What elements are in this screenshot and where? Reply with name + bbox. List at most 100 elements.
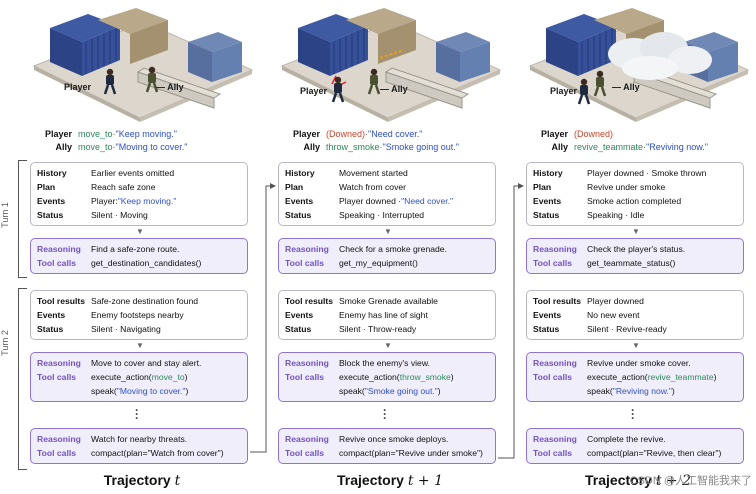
- row-key: Events: [285, 310, 314, 320]
- row-value: Watch for nearby threats.: [91, 434, 188, 444]
- row-value: Player:: [91, 196, 118, 206]
- scene-illustration: [280, 8, 502, 122]
- ellipsis: ···: [135, 403, 139, 425]
- speech-arg: "Smoke going out.": [364, 386, 438, 396]
- row-key: Reasoning: [533, 244, 577, 254]
- row-key: History: [533, 168, 563, 178]
- row-key: Tool calls: [37, 372, 76, 382]
- action-part: move_to: [78, 142, 113, 152]
- row-value: Silent · Revive-ready: [587, 324, 667, 334]
- turn2-reasoning-box: Reasoning Move to cover and stay alert. To…: [30, 352, 248, 402]
- row-value: Smoke Grenade available: [339, 296, 438, 306]
- row-value: Move to cover and stay alert.: [91, 358, 202, 368]
- action-part: move_to: [78, 129, 113, 139]
- row-value: Movement started: [339, 168, 408, 178]
- trajectory-caption: Trajectory t + 1: [337, 472, 443, 489]
- row-key: Tool calls: [285, 258, 324, 268]
- row-key: Status: [285, 324, 312, 334]
- row-value: Player downed: [587, 296, 644, 306]
- ally-role: Ally: [303, 142, 320, 152]
- down-arrow: ▼: [136, 341, 144, 350]
- row-key: Status: [285, 210, 312, 220]
- action-part: ·: [643, 142, 647, 152]
- row-value: Silent · Moving: [91, 210, 148, 220]
- down-arrow: ▼: [632, 341, 640, 350]
- row-value: compact(plan="Watch from cover"): [91, 448, 224, 458]
- row-key: Status: [37, 210, 64, 220]
- row-key: Tool calls: [533, 448, 572, 458]
- scene: Player — Ally: [28, 4, 256, 124]
- row-value: Revive under smoke cover.: [587, 358, 691, 368]
- state-row: Status Speaking · Interrupted: [285, 208, 489, 222]
- action-part: "Moving to cover.": [115, 142, 188, 152]
- row-value: Speaking · Interrupted: [339, 210, 425, 220]
- row-value: Earlier events omitted: [91, 168, 175, 178]
- scene: Player— Ally: [524, 4, 752, 124]
- player-label: Player: [64, 82, 92, 92]
- row-value: get_destination_candidates(): [91, 258, 202, 268]
- row-value: speak("Smoke going out."): [339, 386, 441, 396]
- action-part: "Smoke going out.": [382, 142, 459, 152]
- state-row: speak("Smoke going out."): [285, 384, 489, 398]
- row-key: Reasoning: [37, 358, 81, 368]
- row-key: [37, 384, 91, 398]
- row-key: Reasoning: [37, 244, 81, 254]
- caption-math: t + 2: [655, 473, 691, 489]
- ally-label: — Ally: [156, 82, 184, 92]
- row-key: Events: [37, 196, 66, 206]
- row-value: speak("Reviving now."): [587, 386, 675, 396]
- speech-arg: "Reviving now.": [612, 386, 672, 396]
- speech-arg: "Moving to cover.": [116, 386, 186, 396]
- ally-role: Ally: [551, 142, 568, 152]
- row-key: Status: [37, 324, 64, 334]
- trajectory-caption: Trajectory t + 2: [585, 472, 691, 489]
- down-arrow: ▼: [136, 227, 144, 236]
- row-value: Revive under smoke: [587, 182, 666, 192]
- row-key: Events: [37, 310, 66, 320]
- row-key: Tool calls: [285, 448, 324, 458]
- caption-math: t: [174, 473, 181, 489]
- row-value: Reach safe zone: [91, 182, 156, 192]
- action-part: ·: [112, 129, 116, 139]
- action-part: (Downed): [574, 129, 614, 139]
- row-value: No new event: [587, 310, 640, 320]
- row-value: speak("Moving to cover."): [91, 386, 189, 396]
- state-row: speak("Reviving now."): [533, 384, 737, 398]
- row-key: Tool results: [285, 296, 334, 306]
